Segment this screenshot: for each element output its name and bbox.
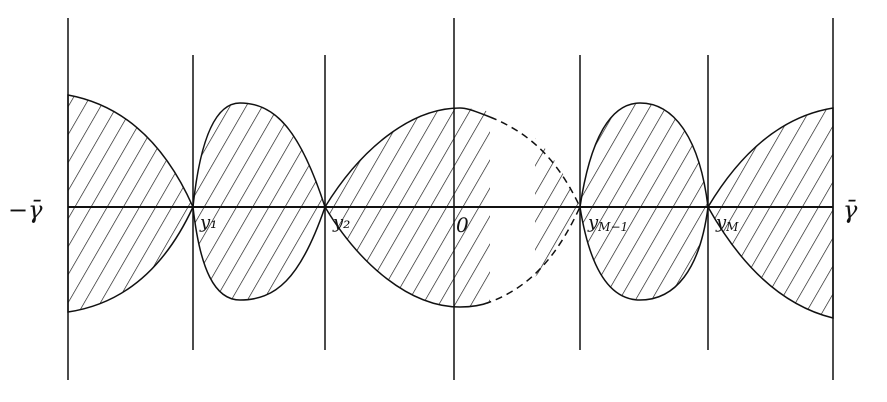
- label-right-end: γ̄: [843, 196, 858, 224]
- label-y2: y₂: [332, 212, 350, 233]
- label-left-end: −γ̄: [8, 196, 43, 224]
- lobe-right: [707, 107, 834, 319]
- label-yM-1: yM−1: [587, 212, 628, 234]
- lobe-center-dashed-outline: [489, 116, 581, 303]
- lobe-left: [67, 94, 194, 313]
- label-origin: 0: [456, 213, 469, 237]
- lobe-yM1-yM: [579, 102, 709, 301]
- label-y1: y₁: [199, 212, 217, 233]
- label-yM: yM: [715, 212, 739, 234]
- lobe-y1-y2: [192, 102, 326, 301]
